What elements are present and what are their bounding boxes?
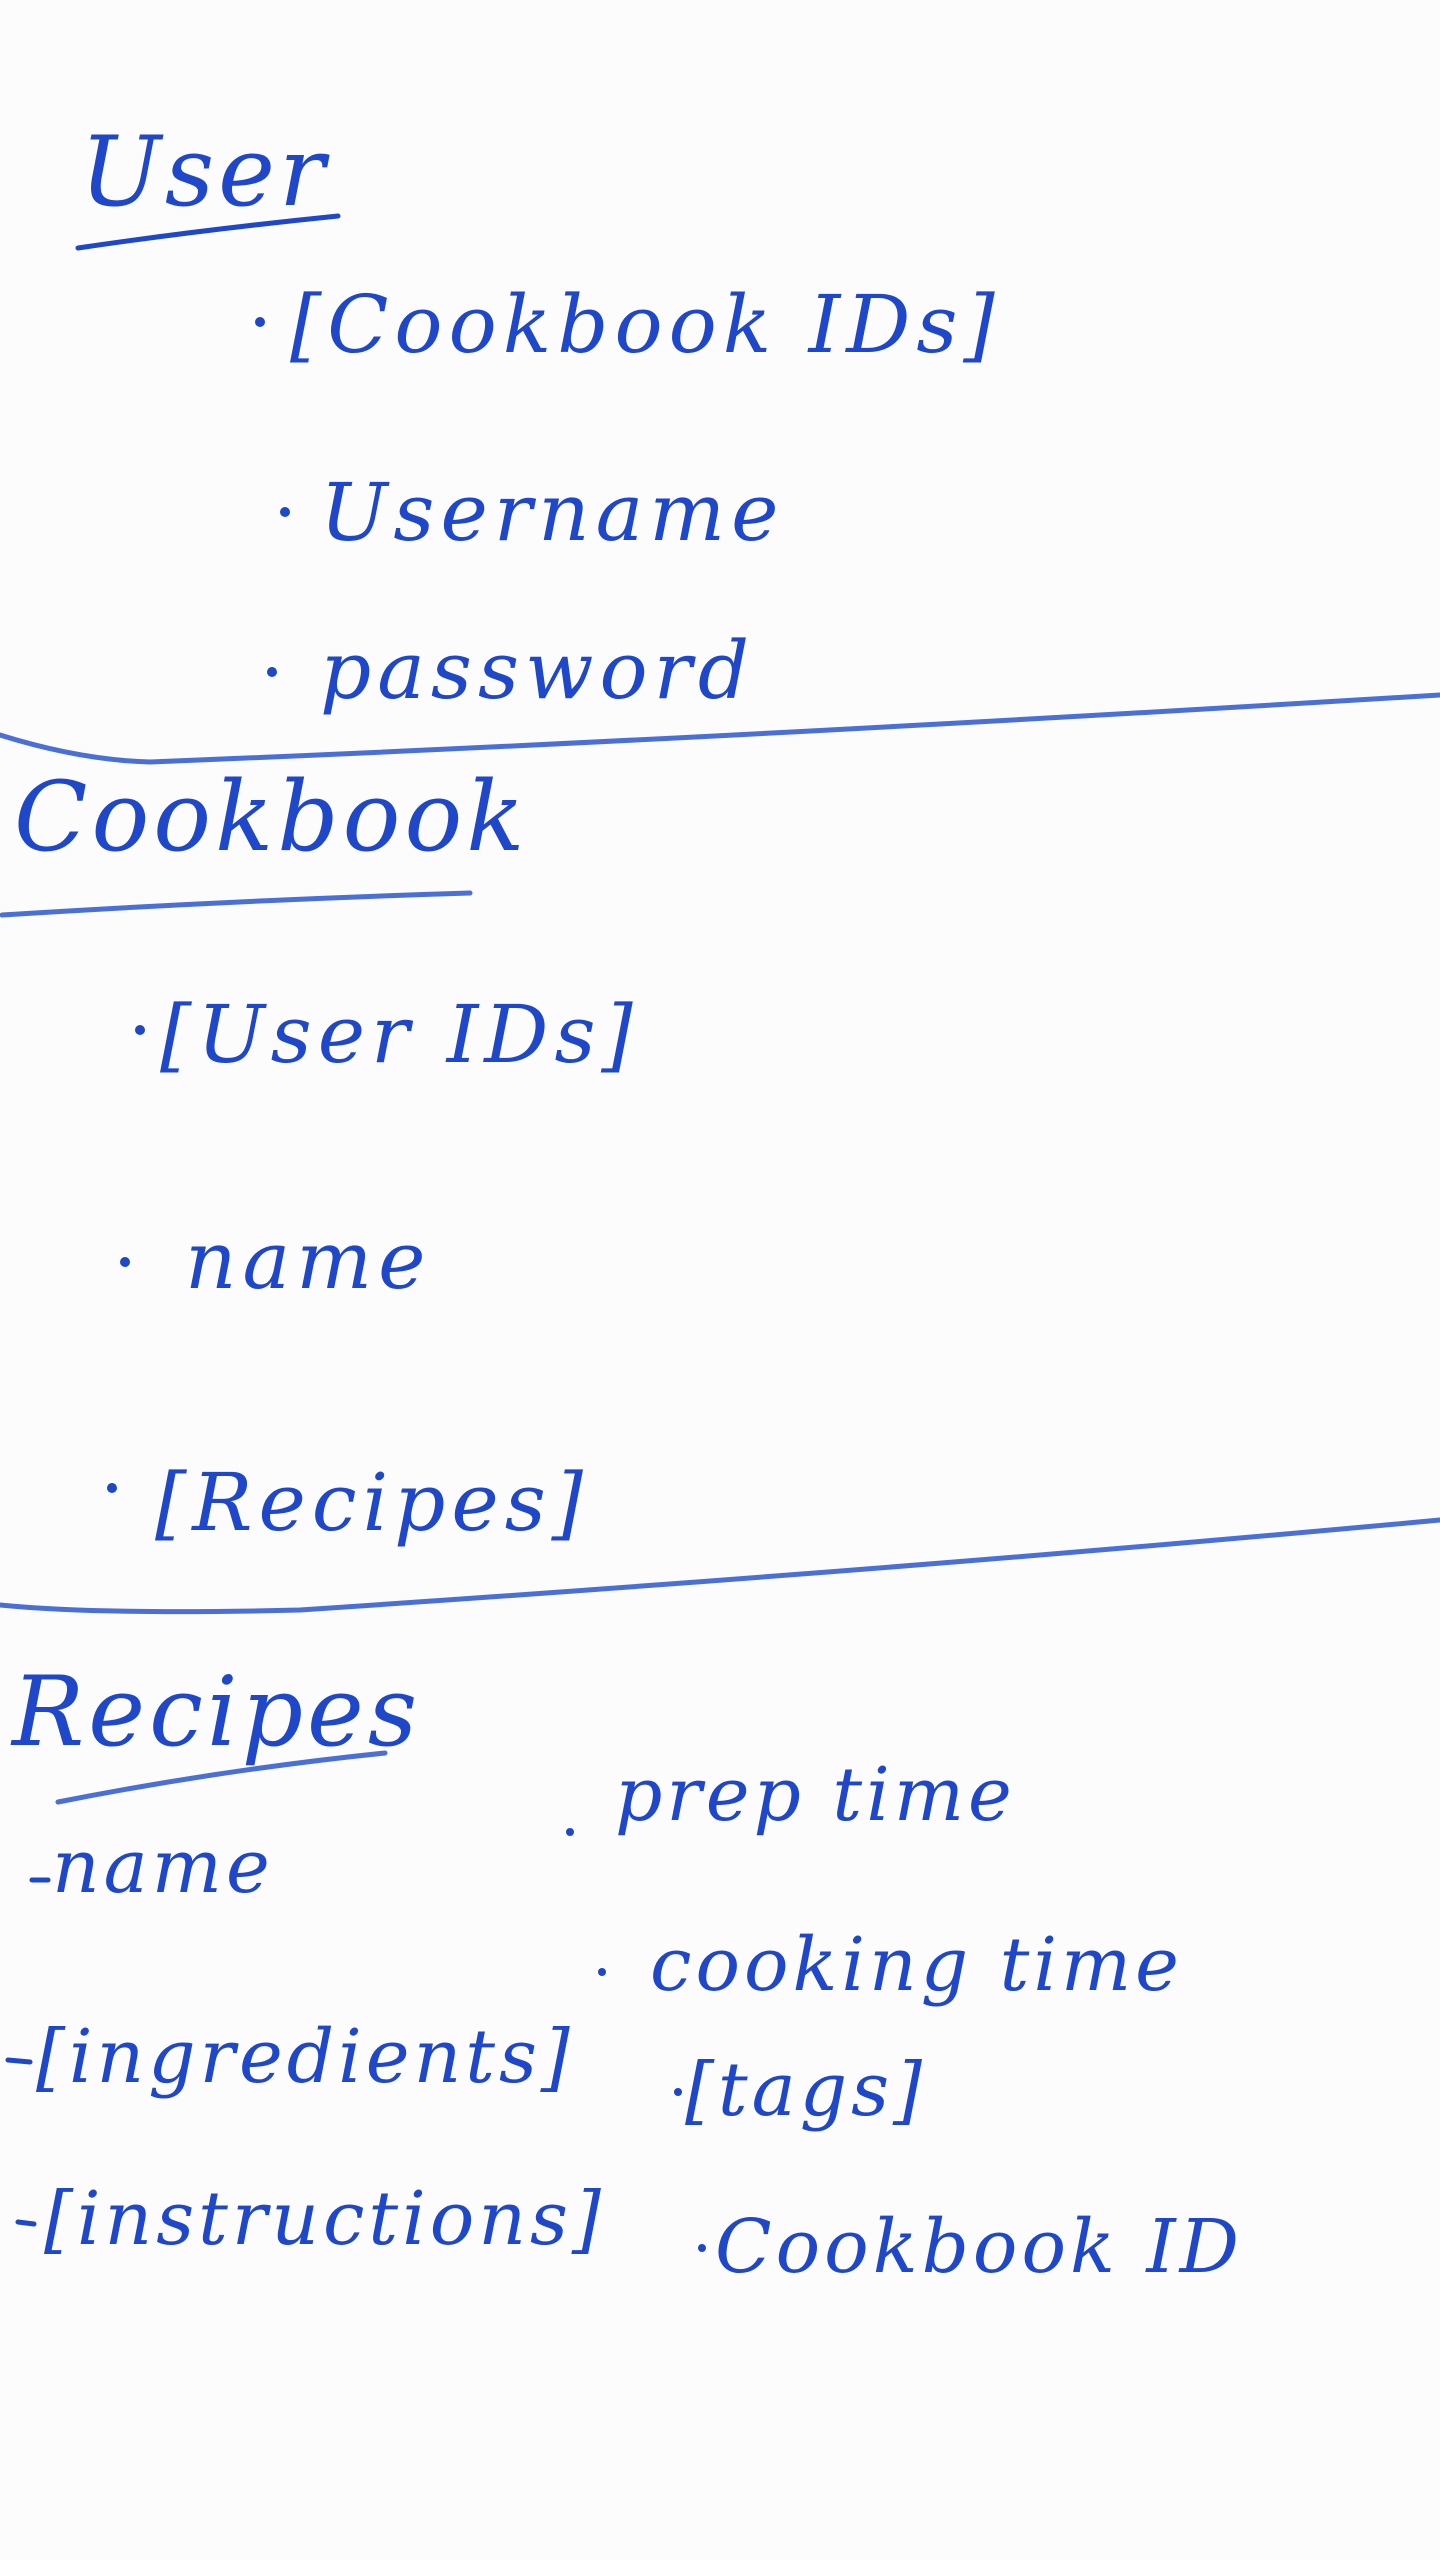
- cookbook-section: Cookbook [User IDs] name [Recipes]: [0, 761, 639, 1549]
- user-field-password: password: [320, 624, 755, 717]
- bullet-dot: [698, 2244, 706, 2252]
- user-field-cookbook-ids: [Cookbook IDs]: [290, 278, 1001, 371]
- bullet-dot: [674, 2088, 682, 2096]
- bullet-dot: [267, 667, 277, 677]
- user-field-username: Username: [320, 466, 784, 559]
- section-divider-user-cookbook: [0, 692, 1440, 765]
- bullet-dot: [107, 1483, 117, 1493]
- bullet-dot: [135, 1025, 145, 1035]
- bullet-dot: [598, 1968, 606, 1976]
- user-title-underline: [75, 213, 341, 251]
- cookbook-field-name: name: [185, 1214, 431, 1307]
- recipes-title: Recipes: [10, 1656, 421, 1768]
- cookbook-field-recipes: [Recipes]: [155, 1456, 589, 1549]
- recipes-field-prep-time: prep time: [615, 1752, 1016, 1838]
- recipes-field-tags: [tags]: [685, 2047, 926, 2133]
- user-section: User [Cookbook IDs] Username password: [75, 116, 1001, 717]
- bullet-dot: [120, 1257, 130, 1267]
- bullet-dot: [255, 317, 265, 327]
- recipes-section: Recipes name [ingredients] [instructions…: [5, 1656, 1243, 2290]
- cookbook-field-user-ids: [User IDs]: [160, 988, 639, 1081]
- recipes-field-instructions: [instructions]: [44, 2176, 605, 2262]
- recipes-title-underline: [55, 1750, 388, 1805]
- cookbook-title: Cookbook: [14, 761, 528, 873]
- bullet-dot: [280, 507, 290, 517]
- bullet-dot: [566, 1828, 574, 1836]
- recipes-field-cooking-time: cooking time: [650, 1922, 1183, 2008]
- recipes-field-name: name: [52, 1824, 274, 1910]
- user-title: User: [80, 116, 330, 228]
- dash-marker: [15, 2219, 37, 2227]
- recipes-field-cookbook-id: Cookbook ID: [715, 2204, 1243, 2290]
- dash-marker: [5, 2057, 33, 2065]
- cookbook-title-underline: [0, 890, 473, 918]
- recipes-field-ingredients: [ingredients]: [36, 2014, 574, 2100]
- section-divider-cookbook-recipes: [0, 1517, 1440, 1615]
